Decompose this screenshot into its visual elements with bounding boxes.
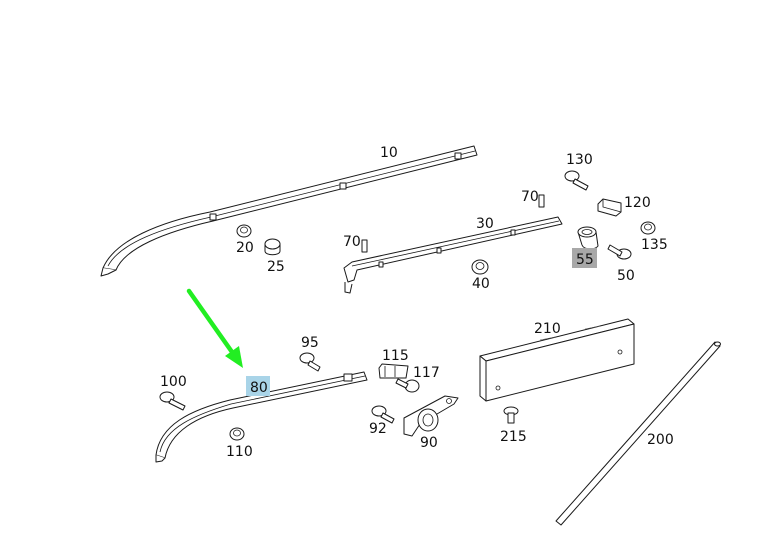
panel-part-210[interactable]: [479, 318, 635, 402]
label-40: 40: [472, 276, 490, 292]
rail-part-10[interactable]: [100, 145, 478, 277]
label-115: 115: [382, 348, 409, 364]
nut-part-110[interactable]: [229, 427, 245, 441]
label-120: 120: [624, 195, 651, 211]
bolt-part-215[interactable]: [503, 406, 519, 424]
nut-part-40[interactable]: [471, 259, 489, 275]
bolt-part-100[interactable]: [159, 391, 186, 411]
label-117: 117: [413, 365, 440, 381]
nut-part-135[interactable]: [640, 221, 656, 235]
label-80: 80: [250, 380, 268, 396]
label-135: 135: [641, 237, 668, 253]
label-92: 92: [369, 421, 387, 437]
nut-part-20[interactable]: [236, 224, 252, 238]
highlight-55: [572, 248, 597, 268]
label-100: 100: [160, 374, 187, 390]
cap-part-25[interactable]: [264, 238, 281, 256]
label-70b: 70: [521, 189, 539, 205]
bracket-part-120[interactable]: [597, 198, 622, 217]
bolt-part-95[interactable]: [299, 352, 321, 372]
mechanism-part-90[interactable]: [403, 395, 459, 437]
label-200: 200: [647, 432, 674, 448]
rail-part-80[interactable]: [155, 371, 368, 463]
bushing-part-55[interactable]: [577, 226, 599, 250]
label-20: 20: [236, 240, 254, 256]
highlight-80: [246, 376, 270, 396]
rod-part-200[interactable]: [555, 341, 721, 526]
label-50: 50: [617, 268, 635, 284]
label-130: 130: [566, 152, 593, 168]
slider-part-115[interactable]: [378, 363, 409, 379]
bolt-part-130[interactable]: [564, 170, 589, 191]
bolt-part-50[interactable]: [607, 244, 632, 260]
label-210: 210: [534, 321, 561, 337]
label-25: 25: [267, 259, 285, 275]
label-90: 90: [420, 435, 438, 451]
bolt-part-117[interactable]: [395, 378, 420, 393]
label-10: 10: [380, 145, 398, 161]
bolt-part-92[interactable]: [371, 405, 395, 424]
label-55: 55: [576, 252, 594, 268]
label-30: 30: [476, 216, 494, 232]
clip-part-70-a[interactable]: [361, 239, 368, 253]
label-110: 110: [226, 444, 253, 460]
clip-part-70-b[interactable]: [538, 194, 545, 208]
label-215: 215: [500, 429, 527, 445]
rail-part-30[interactable]: [343, 216, 563, 294]
label-95: 95: [301, 335, 319, 351]
label-70a: 70: [343, 234, 361, 250]
pointer-arrow: [186, 288, 243, 368]
